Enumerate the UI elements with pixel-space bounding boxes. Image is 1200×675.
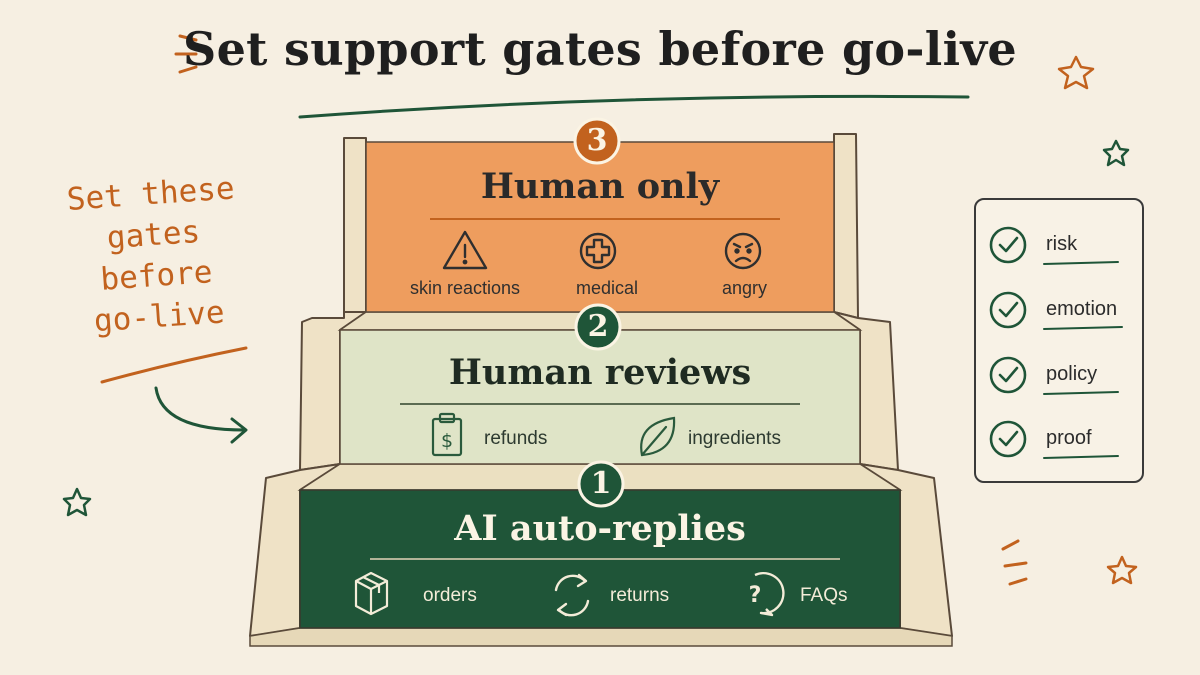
tier3-item-label: skin reactions: [410, 278, 521, 298]
tier3-panel: [365, 141, 835, 313]
stair-wall-right: [833, 133, 953, 637]
checklist-underlines: [1043, 261, 1123, 459]
tier1-number: 1: [590, 466, 612, 501]
tier3-number-badge: [573, 117, 621, 165]
warning-triangle-icon: [442, 230, 488, 270]
sparkle-dashes-right: [1001, 539, 1028, 586]
tier1-number-badge: [577, 460, 625, 508]
sparkle-dashes-left: [174, 34, 198, 74]
checklist-checks: [989, 226, 1027, 458]
tier3-title: Human only: [480, 166, 720, 207]
tier1-item-label: returns: [610, 585, 670, 606]
tier2-item-label: refunds: [484, 428, 548, 449]
checklist-item: emotion: [1046, 298, 1118, 320]
tier2-title: Human reviews: [448, 352, 752, 393]
page-title: Set support gates before go-live: [183, 22, 1017, 76]
package-box-icon: [354, 571, 389, 616]
tier2-panel: [339, 329, 861, 465]
checklist-item: risk: [1046, 233, 1078, 255]
leaf-icon: [640, 416, 676, 457]
arrow-icon: [154, 386, 246, 432]
tier2-number-badge: [574, 303, 622, 351]
side-note-underline: [100, 346, 248, 384]
title-underline: [298, 94, 970, 119]
tier3-item-label: medical: [576, 278, 639, 298]
tier3-number: 3: [586, 123, 608, 158]
check-icon: [989, 226, 1027, 264]
star-icon: [1057, 55, 1095, 90]
star-icon: [1102, 139, 1130, 167]
star-icon: [62, 487, 92, 517]
star-icon: [1106, 555, 1138, 585]
svg-text:?: ?: [749, 583, 762, 608]
checklist-item: proof: [1046, 427, 1092, 449]
tier2-item-label: ingredients: [688, 428, 781, 449]
refresh-arrows-icon: [554, 573, 590, 617]
tier2-number: 2: [587, 309, 609, 344]
check-icon: [989, 356, 1027, 394]
checklist-card: [974, 198, 1144, 483]
question-bubble-icon: ?: [749, 571, 785, 617]
tier1-item-label: FAQs: [800, 585, 848, 606]
check-icon: [989, 291, 1027, 329]
medical-cross-icon: [579, 232, 617, 270]
tier1-item-label: orders: [423, 585, 477, 606]
tier3-item-label: angry: [722, 278, 768, 298]
angry-face-icon: [724, 232, 762, 270]
check-icon: [989, 420, 1027, 458]
checklist-item: policy: [1046, 363, 1098, 385]
stair-base: [249, 627, 953, 647]
svg-text:$: $: [441, 430, 453, 452]
tier1-title: AI auto-replies: [454, 508, 746, 549]
clipboard-dollar-icon: $: [431, 412, 463, 457]
